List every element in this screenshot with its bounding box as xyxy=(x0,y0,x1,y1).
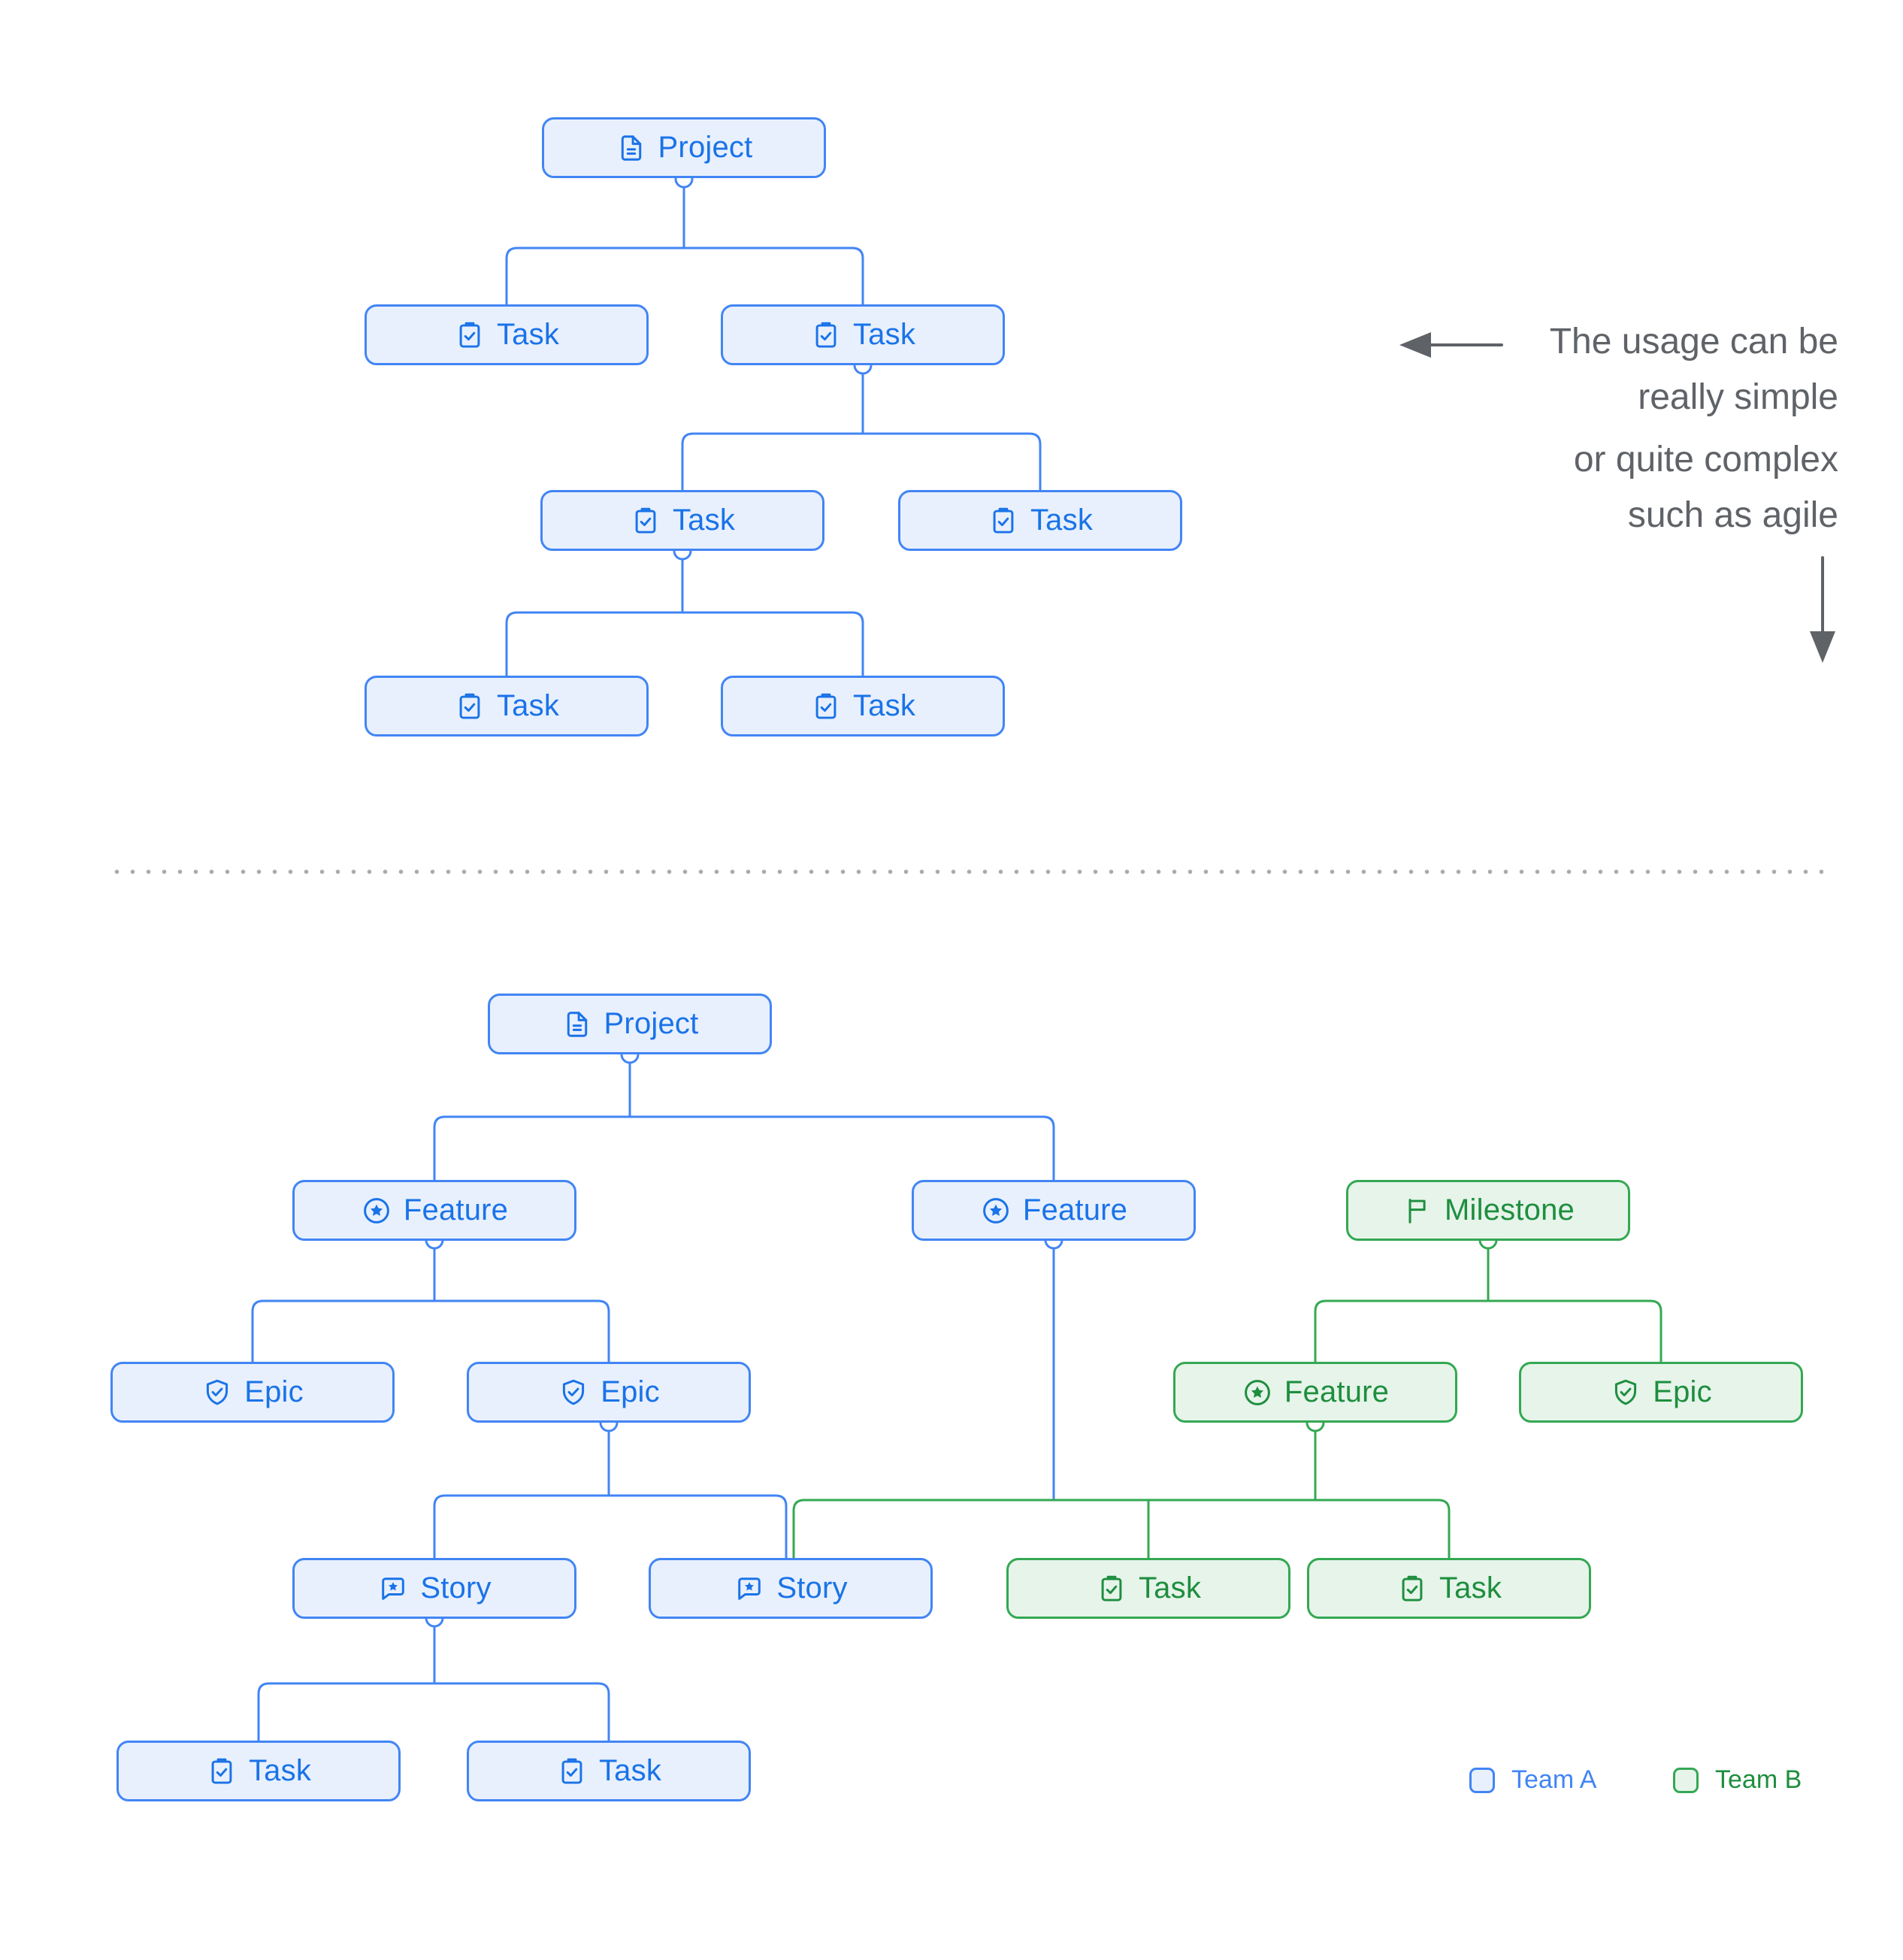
project-icon xyxy=(561,1009,593,1040)
annotation-simple: The usage can be really simple xyxy=(1312,314,1838,425)
node-simple-task4: Task xyxy=(898,490,1182,551)
project-icon xyxy=(616,132,647,164)
annotation-line: really simple xyxy=(1638,377,1838,417)
node-simple-task6: Task xyxy=(721,676,1005,737)
epic-icon xyxy=(558,1377,589,1408)
node-complex-epic1: Epic xyxy=(110,1362,395,1423)
node-simple-task2: Task xyxy=(721,304,1005,365)
node-label: Project xyxy=(658,131,753,164)
epic-icon xyxy=(1610,1377,1641,1408)
node-label: Story xyxy=(420,1571,492,1605)
node-label: Task xyxy=(248,1754,312,1787)
milestone-icon xyxy=(1402,1195,1433,1227)
node-label: Feature xyxy=(1284,1375,1390,1408)
legend-team-b: Team B xyxy=(1673,1765,1802,1795)
task-icon xyxy=(206,1756,237,1787)
node-complex-story2: Story xyxy=(649,1558,933,1619)
node-label: Milestone xyxy=(1445,1193,1575,1227)
node-simple-project: Project xyxy=(542,117,826,178)
team-b-swatch xyxy=(1673,1767,1699,1793)
task-icon xyxy=(810,319,842,351)
node-complex-milestone: Milestone xyxy=(1346,1180,1630,1241)
node-label: Task xyxy=(1439,1571,1502,1605)
team-b-label: Team B xyxy=(1715,1765,1802,1794)
dotted-divider xyxy=(109,870,1823,874)
annotation-line: or quite complex xyxy=(1573,440,1838,479)
task-icon xyxy=(1396,1573,1428,1605)
node-complex-project: Project xyxy=(488,994,772,1054)
node-label: Task xyxy=(852,689,916,722)
task-icon xyxy=(556,1756,588,1787)
node-label: Task xyxy=(1030,504,1094,537)
task-icon xyxy=(454,319,486,351)
node-complex-gfeature: Feature xyxy=(1173,1362,1457,1423)
node-complex-gtask1: Task xyxy=(1006,1558,1290,1619)
node-complex-feature1: Feature xyxy=(292,1180,576,1241)
annotation-line: The usage can be xyxy=(1549,322,1838,361)
epic-icon xyxy=(201,1377,233,1408)
node-label: Task xyxy=(672,504,736,537)
legend-team-a: Team A xyxy=(1469,1765,1596,1795)
node-label: Task xyxy=(598,1754,662,1787)
story-icon xyxy=(734,1573,765,1605)
node-complex-epic2: Epic xyxy=(467,1362,751,1423)
node-label: Epic xyxy=(244,1375,304,1408)
node-complex-story1: Story xyxy=(292,1558,576,1619)
node-complex-btask2: Task xyxy=(467,1741,751,1801)
task-icon xyxy=(988,505,1019,537)
annotation-complex: or quite complex such as agile xyxy=(1312,432,1838,543)
node-simple-task5: Task xyxy=(365,676,649,737)
node-complex-btask1: Task xyxy=(116,1741,401,1801)
node-label: Story xyxy=(776,1571,848,1605)
node-simple-task3: Task xyxy=(540,490,824,551)
task-icon xyxy=(1096,1573,1127,1605)
feature-icon xyxy=(361,1195,392,1227)
down-arrow xyxy=(1810,556,1835,663)
node-label: Epic xyxy=(601,1375,660,1408)
node-label: Epic xyxy=(1653,1375,1712,1408)
node-complex-feature2: Feature xyxy=(912,1180,1196,1241)
node-label: Feature xyxy=(403,1193,509,1227)
task-icon xyxy=(630,505,661,537)
node-complex-gepic: Epic xyxy=(1519,1362,1803,1423)
feature-icon xyxy=(1242,1377,1273,1408)
feature-icon xyxy=(980,1195,1012,1227)
left-arrow xyxy=(1399,332,1503,358)
node-label: Feature xyxy=(1022,1193,1128,1227)
task-icon xyxy=(810,691,842,722)
task-icon xyxy=(454,691,486,722)
story-icon xyxy=(377,1573,409,1605)
annotation-line: such as agile xyxy=(1627,495,1838,535)
node-label: Task xyxy=(496,689,560,722)
node-simple-task1: Task xyxy=(365,304,649,365)
node-label: Task xyxy=(496,318,560,351)
team-a-label: Team A xyxy=(1511,1765,1597,1794)
node-label: Project xyxy=(604,1007,699,1040)
node-complex-gtask2: Task xyxy=(1307,1558,1591,1619)
node-label: Task xyxy=(852,318,916,351)
node-label: Task xyxy=(1138,1571,1202,1605)
team-a-swatch xyxy=(1469,1767,1495,1793)
